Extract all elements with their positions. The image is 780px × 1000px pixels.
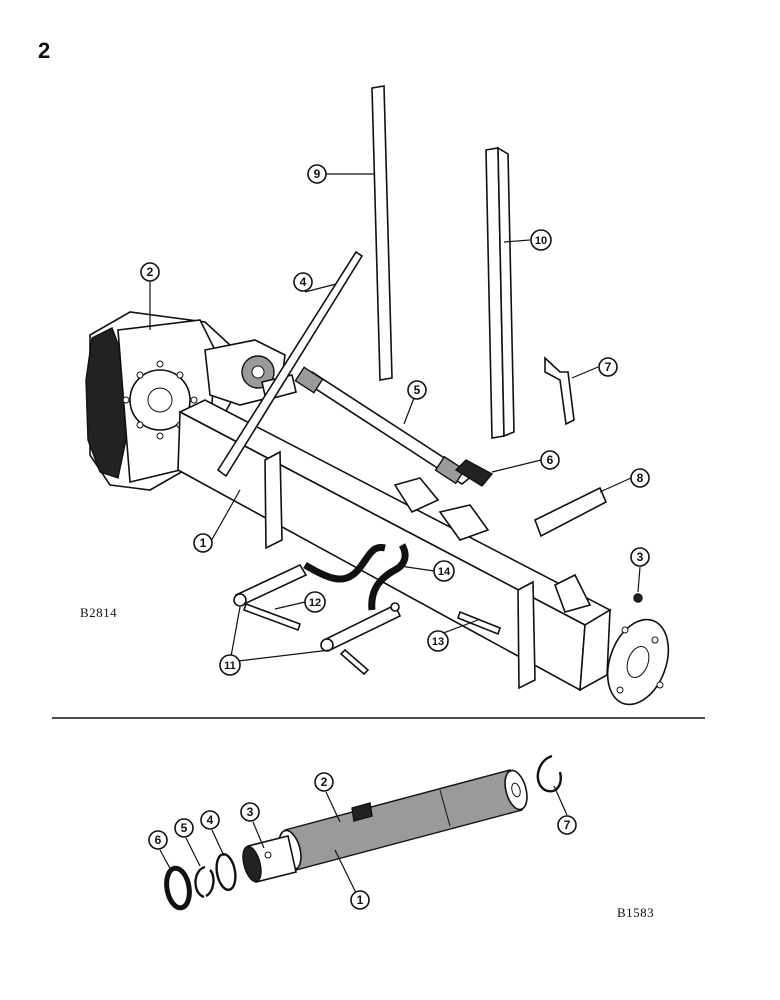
- coupler-sleeve: [454, 459, 494, 487]
- callout-upper-8: 8: [630, 468, 650, 488]
- callout-upper-5: 5: [407, 380, 427, 400]
- seal-6: [164, 865, 192, 911]
- svg-text:10: 10: [535, 235, 547, 247]
- hydraulic-hoses: [303, 543, 409, 612]
- svg-text:14: 14: [438, 566, 451, 578]
- perforated-angle-10: [485, 146, 515, 439]
- upper-figure-code: B2814: [80, 605, 118, 620]
- callout-lower-1: 1: [350, 890, 370, 910]
- bracket-7: [544, 356, 575, 426]
- callout-upper-6: 6: [540, 450, 560, 470]
- svg-text:11: 11: [224, 660, 236, 672]
- strap-plate-8: [533, 486, 608, 538]
- nut-3: [633, 593, 643, 603]
- lower-leader-lines: [159, 785, 568, 898]
- svg-text:2: 2: [321, 775, 328, 789]
- callout-upper-11: 11: [219, 654, 241, 676]
- svg-text:5: 5: [181, 821, 188, 835]
- perforated-bar-9: [371, 85, 393, 381]
- pivot-tube: [278, 769, 528, 871]
- ring-4: [215, 853, 237, 891]
- callout-lower-3: 3: [240, 802, 260, 822]
- callout-lower-4: 4: [200, 810, 220, 830]
- upper-figure: 1 2 3 4 5 6 7 8 9 10 11 12 13 14: [85, 85, 670, 706]
- svg-text:7: 7: [605, 360, 612, 374]
- callout-upper-13: 13: [427, 630, 449, 652]
- svg-text:6: 6: [547, 453, 554, 467]
- svg-text:1: 1: [357, 893, 364, 907]
- svg-text:4: 4: [207, 813, 214, 827]
- brace-bar: [216, 250, 364, 478]
- svg-text:13: 13: [432, 636, 444, 648]
- pin-12: [242, 602, 302, 632]
- lower-figure: 1 2 3 4 5 6 7: [148, 754, 577, 911]
- callout-lower-7: 7: [557, 815, 577, 835]
- callout-upper-7: 7: [598, 357, 618, 377]
- page-number: 2: [38, 38, 51, 63]
- svg-text:2: 2: [147, 265, 154, 279]
- pivot-pins: [233, 563, 402, 676]
- lower-figure-code: B1583: [617, 905, 655, 920]
- upper-callouts: 1 2 3 4 5 6 7 8 9 10 11 12 13 14: [140, 164, 650, 676]
- callout-upper-2: 2: [140, 262, 160, 282]
- callout-upper-14: 14: [433, 560, 455, 582]
- callout-upper-4: 4: [293, 272, 313, 292]
- callout-upper-3: 3: [630, 547, 650, 567]
- snap-ring-7: [536, 754, 562, 793]
- svg-text:7: 7: [564, 818, 571, 832]
- svg-text:5: 5: [414, 383, 421, 397]
- svg-text:8: 8: [637, 471, 644, 485]
- svg-text:6: 6: [155, 833, 162, 847]
- svg-text:9: 9: [314, 167, 321, 181]
- callout-upper-12: 12: [304, 591, 326, 613]
- callout-lower-6: 6: [148, 830, 168, 850]
- svg-text:1: 1: [200, 536, 207, 550]
- inner-shaft: [242, 835, 297, 883]
- svg-text:4: 4: [300, 275, 307, 289]
- callout-upper-10: 10: [530, 229, 552, 251]
- svg-text:3: 3: [637, 550, 644, 564]
- callout-lower-5: 5: [174, 818, 194, 838]
- pin-13: [457, 610, 501, 636]
- callout-lower-2: 2: [314, 772, 334, 792]
- snap-ring-5: [194, 865, 215, 899]
- svg-text:3: 3: [247, 805, 254, 819]
- lower-callouts: 1 2 3 4 5 6 7: [148, 772, 577, 910]
- callout-upper-1: 1: [193, 533, 213, 553]
- svg-text:12: 12: [309, 597, 321, 609]
- callout-upper-9: 9: [307, 164, 327, 184]
